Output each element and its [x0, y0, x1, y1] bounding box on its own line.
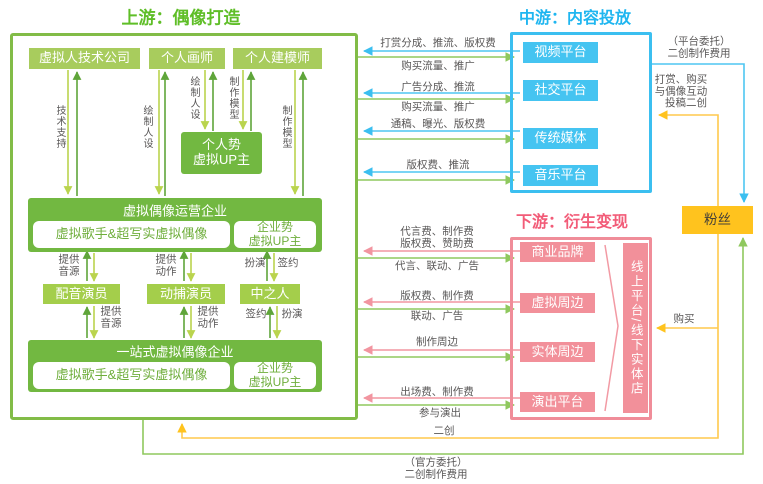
- downstream-chevron: [604, 244, 619, 412]
- node-voice-actor: 配音演员: [43, 284, 120, 304]
- flow-label-brand-out: 代言、联动、广告: [395, 259, 479, 272]
- node-virtual-merch: 虚拟周边: [520, 293, 595, 313]
- node-onestop-singer: 虚拟歌手&超写实虚拟偶像: [33, 362, 230, 389]
- midstream-flows: [358, 46, 520, 185]
- flow-label-virtual-in: 版权费、制作费: [400, 289, 474, 302]
- flow-label-video-in: 打赏分成、推流、版权费: [380, 36, 496, 49]
- node-physical-merch: 实体周边: [520, 342, 595, 362]
- edge-label-draw-persona-left: 绘制人设: [141, 105, 152, 149]
- flow-label-media-in: 通稿、曝光、版权费: [390, 117, 486, 130]
- upstream-internal-arrows: [63, 70, 308, 339]
- flow-label-brand-in: 代言费、制作费 版权费、赞助费: [400, 225, 474, 250]
- flow-label-social-in: 广告分成、推流: [401, 80, 475, 93]
- edge-label-play-bottom: 扮演: [281, 307, 303, 320]
- flow-label-video-out: 购买流量、推广: [401, 59, 475, 72]
- node-traditional-media: 传统媒体: [523, 128, 598, 149]
- flow-label-physical-in: 制作周边: [416, 335, 458, 348]
- node-mocap-actor: 动捕演员: [147, 284, 225, 304]
- upstream-title: 上游：偶像打造: [121, 8, 241, 28]
- midstream-title: 中游：内容投放: [518, 10, 632, 27]
- node-op-singer: 虚拟歌手&超写实虚拟偶像: [33, 221, 230, 248]
- node-op-corp-up: 企业势 虚拟UP主: [234, 221, 316, 248]
- node-show-platform: 演出平台: [520, 392, 595, 412]
- flow-label-second-creation: 二创: [433, 424, 455, 437]
- edge-label-play-top: 扮演: [244, 256, 266, 269]
- edge-label-provide-voice-top: 提供 音源: [58, 253, 80, 278]
- flow-label-platform-commission: （平台委托） 二创制作费用: [667, 35, 731, 60]
- flow-label-show-out: 参与演出: [419, 406, 461, 419]
- node-music-platform: 音乐平台: [523, 165, 598, 186]
- edge-label-provide-motion-top: 提供 动作: [155, 253, 177, 278]
- node-tech-company: 虚拟人技术公司: [29, 48, 140, 69]
- flow-label-purchase: 购买: [673, 312, 695, 325]
- node-personal-up: 个人势 虚拟UP主: [181, 132, 262, 174]
- node-fans: 粉丝: [682, 206, 753, 234]
- node-social-platform: 社交平台: [523, 80, 598, 101]
- flow-label-fan-submit: 投稿二创: [665, 96, 707, 109]
- edge-label-make-model-left: 制作模型: [227, 76, 238, 120]
- node-onestop-corp-up: 企业势 虚拟UP主: [234, 362, 316, 389]
- node-onestop-company-label: 一站式虚拟偶像企业: [116, 344, 234, 360]
- flow-label-music-in: 版权费、推流: [406, 158, 470, 171]
- flow-label-fan-support: 打赏、购买 与偶像互动: [654, 73, 708, 98]
- node-painter: 个人画师: [149, 48, 225, 69]
- midstream-frame: [510, 32, 652, 193]
- downstream-title: 下游：衍生变现: [515, 214, 629, 231]
- node-online-offline-store: 线上平台/线下实体店: [623, 243, 648, 413]
- flow-label-social-out: 购买流量、推广: [401, 100, 475, 113]
- edge-label-provide-voice-bottom: 提供 音源: [100, 305, 122, 330]
- edge-label-make-model-right: 制作模型: [280, 105, 291, 149]
- node-commercial-brand: 商业品牌: [520, 242, 595, 262]
- edge-label-sign-top: 签约: [277, 256, 299, 269]
- edge-label-sign-bottom: 签约: [245, 307, 267, 320]
- node-modeler: 个人建模师: [233, 48, 322, 69]
- downstream-frame: [510, 237, 652, 420]
- edge-label-provide-motion-bottom: 提供 动作: [197, 305, 219, 330]
- edge-label-tech-support: 技术支持: [54, 105, 65, 149]
- node-op-company-label: 虚拟偶像运营企业: [122, 203, 228, 219]
- flow-label-show-in: 出场费、制作费: [400, 385, 474, 398]
- edge-label-draw-persona-right: 绘制人设: [188, 76, 199, 120]
- upstream-frame: [10, 33, 358, 420]
- downstream-flows: [358, 246, 520, 410]
- fans-flows: [142, 63, 749, 455]
- node-video-platform: 视频平台: [523, 42, 598, 63]
- flow-label-official-commission: （官方委托） 二创制作费用: [404, 456, 468, 481]
- node-nakanohito: 中之人: [240, 284, 300, 304]
- flow-label-virtual-out: 联动、广告: [410, 309, 464, 322]
